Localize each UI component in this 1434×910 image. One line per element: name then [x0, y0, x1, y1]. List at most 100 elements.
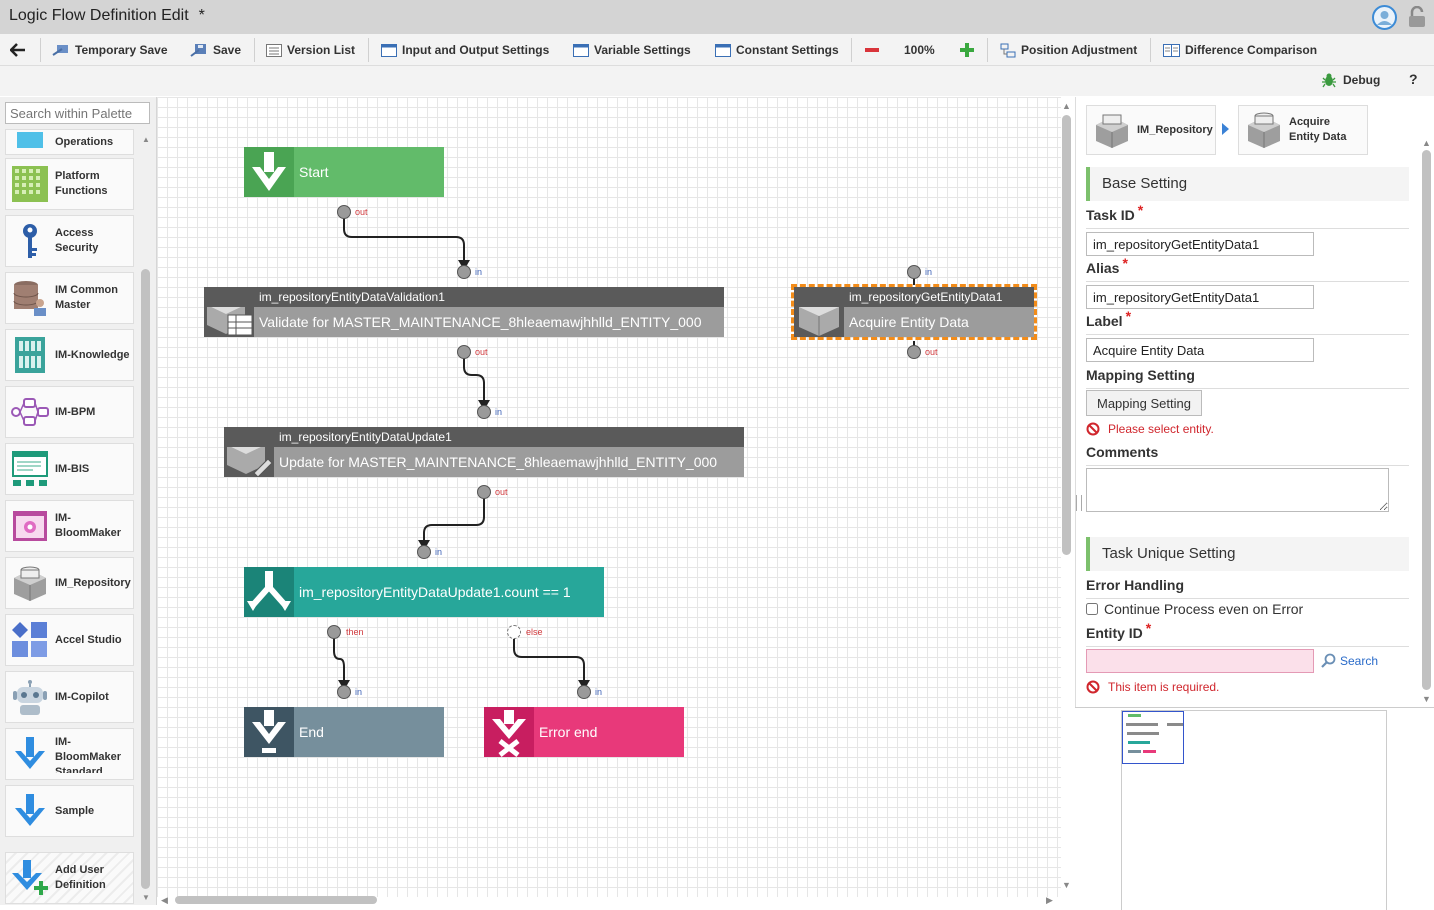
io-settings-button[interactable]: Input and Output Settings: [381, 34, 549, 66]
entity-search-link[interactable]: Search: [1321, 653, 1378, 668]
palette-item-im-repository[interactable]: IM_Repository: [5, 557, 134, 609]
port-branch-then[interactable]: [327, 625, 341, 639]
error-icon: [1086, 422, 1100, 436]
continue-on-error-checkbox[interactable]: [1086, 603, 1098, 615]
variable-settings-button[interactable]: Variable Settings: [573, 34, 691, 66]
palette-item-platform-functions[interactable]: Platform Functions: [5, 158, 134, 210]
bug-icon: [1322, 73, 1336, 88]
zoom-in-button[interactable]: [960, 34, 979, 66]
palette-scrollbar-thumb[interactable]: [141, 269, 150, 889]
palette-scroll-up[interactable]: ▲: [142, 135, 150, 144]
constant-settings-button[interactable]: Constant Settings: [715, 34, 839, 66]
node-validate-task[interactable]: im_repositoryEntityDataValidation1 Valid…: [204, 287, 724, 337]
version-list-button[interactable]: Version List: [266, 34, 355, 66]
node-update-task[interactable]: im_repositoryEntityDataUpdate1 Update fo…: [224, 427, 744, 478]
canvas-hscrollbar-thumb[interactable]: [175, 896, 377, 904]
palette-item-add-user-definition[interactable]: Add User Definition: [5, 852, 134, 904]
port-end-in[interactable]: [337, 685, 351, 699]
debug-button[interactable]: Debug: [1321, 72, 1380, 88]
list-icon: [266, 43, 282, 57]
difference-comparison-button[interactable]: Difference Comparison: [1163, 34, 1317, 66]
help-button[interactable]: ?: [1409, 71, 1418, 87]
palette-item-im-common-master[interactable]: IM Common Master: [5, 272, 134, 324]
continue-on-error-text: Continue Process even on Error: [1104, 601, 1304, 617]
canvas-scroll-left[interactable]: ◀: [161, 895, 168, 905]
position-adjustment-label: Position Adjustment: [1021, 43, 1138, 57]
palette-item-access-security[interactable]: Access Security: [5, 215, 134, 267]
port-update-in[interactable]: [477, 405, 491, 419]
port-validate-out[interactable]: [457, 345, 471, 359]
alias-input[interactable]: [1086, 285, 1314, 309]
port-errorend-in[interactable]: [577, 685, 591, 699]
palette-search-input[interactable]: [5, 102, 150, 124]
palette-item-im-bloommaker-standard[interactable]: IM-BloomMaker Standard: [5, 728, 134, 780]
palette-item-im-knowledge[interactable]: IM-Knowledge: [5, 329, 134, 381]
palette-item-label: IM-BloomMaker: [55, 512, 122, 539]
position-adjustment-button[interactable]: Position Adjustment: [1000, 34, 1137, 66]
breadcrumb-im-repository[interactable]: IM_Repository: [1086, 105, 1216, 155]
zoom-out-button[interactable]: [865, 34, 884, 66]
toolbar-divider: [987, 38, 988, 62]
flow-canvas[interactable]: Start out in im_repositoryEntityDataVali…: [157, 97, 1061, 897]
palette-item-operations[interactable]: Operations: [5, 129, 134, 155]
port-validate-in[interactable]: [457, 265, 471, 279]
palette-item-accel-studio[interactable]: Accel Studio: [5, 614, 134, 666]
canvas-scroll-up[interactable]: ▲: [1062, 101, 1071, 111]
node-branch[interactable]: im_repositoryEntityDataUpdate1.count == …: [244, 567, 604, 617]
canvas-scroll-right[interactable]: ▶: [1046, 895, 1053, 905]
port-start-out[interactable]: [337, 205, 351, 219]
back-button[interactable]: [10, 34, 31, 66]
continue-on-error-option[interactable]: Continue Process even on Error: [1086, 601, 1303, 617]
panel-scroll-up[interactable]: ▲: [1422, 138, 1431, 148]
required-marker: *: [1125, 308, 1132, 324]
palette-item-im-copilot[interactable]: IM-Copilot: [5, 671, 134, 723]
breadcrumb-acquire-entity-data[interactable]: Acquire Entity Data: [1238, 105, 1368, 155]
zoom-level: 100%: [904, 34, 935, 66]
port-update-out[interactable]: [477, 485, 491, 499]
entity-id-input[interactable]: [1086, 649, 1314, 673]
node-end[interactable]: End: [244, 707, 444, 757]
panel-resize-grip[interactable]: [1076, 495, 1082, 511]
canvas-scroll-down[interactable]: ▼: [1062, 880, 1071, 890]
toolbar-divider: [368, 38, 369, 62]
mapping-error-text: Please select entity.: [1108, 422, 1214, 436]
port-label-out: out: [475, 347, 488, 357]
alias-label-text: Alias: [1086, 260, 1120, 276]
port-get-in[interactable]: [907, 265, 921, 279]
port-branch-else[interactable]: [507, 625, 521, 639]
node-error-end[interactable]: Error end: [484, 707, 684, 757]
node-start[interactable]: Start: [244, 147, 444, 197]
port-label-else: else: [526, 627, 543, 637]
palette-item-label: Add User Definition: [55, 864, 106, 891]
lock-icon[interactable]: [1407, 6, 1427, 28]
palette-item-sample[interactable]: Sample: [5, 785, 134, 837]
port-get-out[interactable]: [907, 345, 921, 359]
toolbar-divider: [851, 38, 852, 62]
temporary-save-button[interactable]: Temporary Save: [52, 34, 168, 66]
palette-item-im-bloommaker[interactable]: IM-BloomMaker: [5, 500, 134, 552]
comments-textarea[interactable]: [1086, 468, 1389, 512]
position-adjustment-icon: [1000, 43, 1016, 57]
node-get-entity-task[interactable]: im_repositoryGetEntityData1 Acquire Enti…: [791, 284, 1037, 340]
palette-item-im-bpm[interactable]: IM-BPM: [5, 386, 134, 438]
flow-overview-minimap[interactable]: [1075, 707, 1434, 910]
save-button[interactable]: Save: [190, 34, 241, 66]
task-id-input[interactable]: [1086, 232, 1314, 256]
palette-scroll-down[interactable]: ▼: [142, 893, 150, 902]
canvas-vscrollbar-thumb[interactable]: [1062, 115, 1071, 555]
node-error-end-label: Error end: [539, 724, 598, 740]
main-toolbar: Temporary Save Save Version List Input a…: [0, 34, 1434, 66]
panel-scroll-down[interactable]: ▼: [1422, 694, 1431, 704]
operations-icon: [11, 132, 49, 152]
panel-scrollbar-thumb[interactable]: [1422, 150, 1431, 690]
window-title: Logic Flow Definition Edit*: [9, 7, 205, 25]
port-label-out: out: [495, 487, 508, 497]
port-branch-in[interactable]: [417, 545, 431, 559]
palette-item-im-bis[interactable]: IM-BIS: [5, 443, 134, 495]
user-icon[interactable]: [1372, 5, 1397, 30]
minimap-viewport[interactable]: [1122, 711, 1184, 764]
palette-item-label: Platform Functions: [55, 170, 108, 197]
label-input[interactable]: [1086, 338, 1314, 362]
arrow-down-icon: [11, 735, 49, 773]
mapping-setting-button[interactable]: Mapping Setting: [1086, 390, 1202, 416]
